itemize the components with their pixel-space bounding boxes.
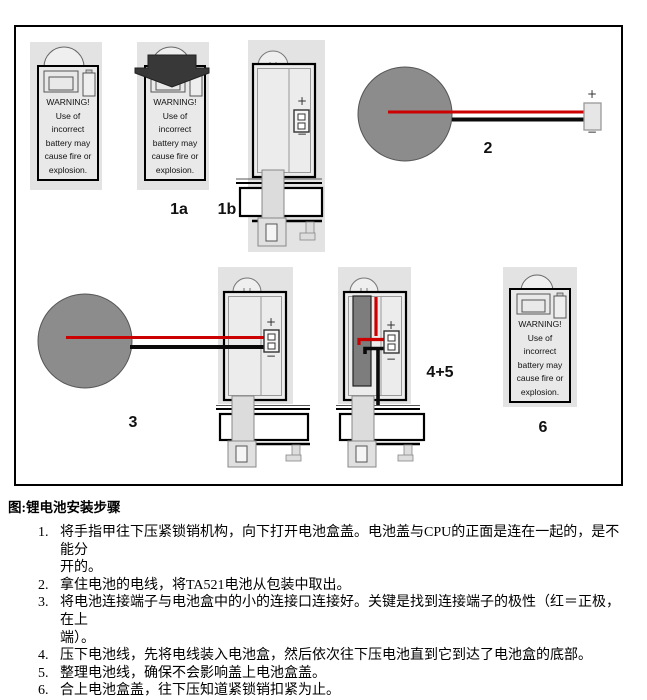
list-item-number: 6. xyxy=(38,683,49,699)
minus-sign-3: − xyxy=(265,349,277,363)
list-item-number: 5. xyxy=(38,665,49,681)
list-item-text: 整理电池线，确保不会影响盖上电池盒盖。 xyxy=(60,665,326,681)
plus-sign-3: + xyxy=(265,315,277,329)
figure-caption: 图:锂电池安装步骤 xyxy=(8,500,121,515)
step-label-3: 3 xyxy=(128,414,138,431)
minus-sign-45: − xyxy=(385,352,397,366)
minus-sign-2: − xyxy=(586,125,598,139)
manual-page: WARNING! Use of incorrect battery may ca… xyxy=(8,25,623,699)
plus-sign-2: + xyxy=(586,87,598,101)
warning-label-text-6: WARNING! Use of incorrect battery may ca… xyxy=(516,319,564,397)
step-label-45: 4+5 xyxy=(426,364,454,381)
warning-label-text-1a: WARNING! Use of incorrect battery may ca… xyxy=(151,97,199,175)
list-item-text: 将电池连接端子与电池盒中的小的连接口连接好。关键是找到连接端子的极性（红＝正极，… xyxy=(60,595,620,646)
list-item-text: 将手指甲往下压紧锁销机构，向下打开电池盒盖。电池盖与CPU的正面是连在一起的，是… xyxy=(60,525,620,576)
plus-sign-1b: + xyxy=(296,94,308,108)
step-label-6: 6 xyxy=(538,419,548,436)
figure-frame xyxy=(14,25,623,486)
step-label-1b: 1b xyxy=(217,201,237,218)
step-label-1a: 1a xyxy=(170,201,188,218)
plus-sign-45: + xyxy=(385,318,397,332)
minus-sign-1b: − xyxy=(296,127,308,141)
list-item: 4. 压下电池线，先将电线装入电池盒，然后依次往下压电池直到它到达了电池盒的底部… xyxy=(38,647,633,665)
list-item-number: 2. xyxy=(38,577,49,593)
step-label-2: 2 xyxy=(483,140,493,157)
list-item-number: 1. xyxy=(38,525,49,540)
list-item-text: 拿住电池的电线，将TA521电池从包装中取出。 xyxy=(60,577,351,593)
instruction-list: 1. 将手指甲往下压紧锁销机构，向下打开电池盒盖。电池盖与CPU的正面是连在一起… xyxy=(38,524,633,700)
list-item: 3. 将电池连接端子与电池盒中的小的连接口连接好。关键是找到连接端子的极性（红＝… xyxy=(38,594,633,647)
list-item-text: 合上电池盒盖，往下压知道紧锁销扣紧为止。 xyxy=(60,683,340,699)
list-item-number: 3. xyxy=(38,595,49,611)
list-item-text: 压下电池线，先将电线装入电池盒，然后依次往下压电池直到它到达了电池盒的底部。 xyxy=(60,648,592,664)
list-item: 1. 将手指甲往下压紧锁销机构，向下打开电池盒盖。电池盖与CPU的正面是连在一起… xyxy=(38,524,633,577)
warning-label-text-1: WARNING! Use of incorrect battery may ca… xyxy=(44,97,92,175)
list-item: 2. 拿住电池的电线，将TA521电池从包装中取出。 xyxy=(38,577,633,595)
list-item: 6. 合上电池盒盖，往下压知道紧锁销扣紧为止。 xyxy=(38,682,633,700)
list-item: 5. 整理电池线，确保不会影响盖上电池盒盖。 xyxy=(38,665,633,683)
list-item-number: 4. xyxy=(38,648,49,664)
